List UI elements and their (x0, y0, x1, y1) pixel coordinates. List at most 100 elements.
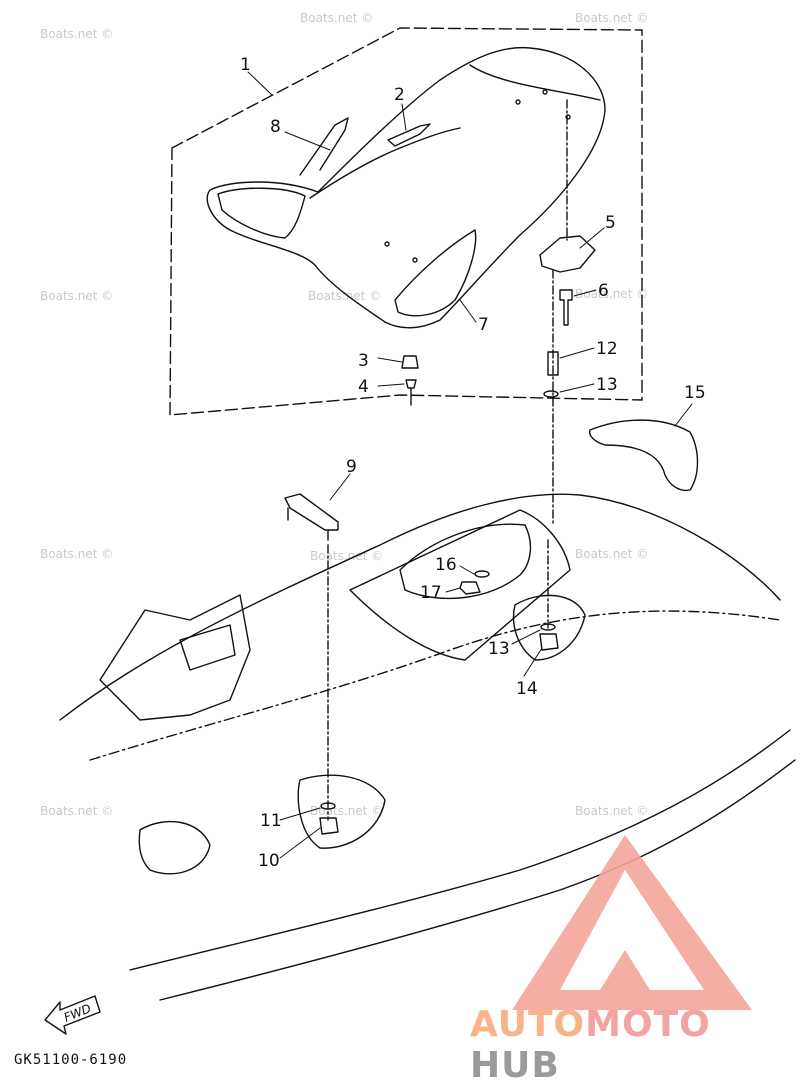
fwd-arrow: FWD (44, 995, 101, 1035)
seat-assembly (206, 46, 606, 329)
callout-15: 15 (684, 383, 706, 403)
seat-pad-bump (512, 594, 586, 661)
brand-auto: AUTO (470, 1004, 586, 1045)
bracket-item-9 (284, 493, 339, 531)
assembly-boundary (169, 27, 643, 416)
leader-line (573, 289, 597, 297)
seat-hardware (401, 235, 699, 492)
callout-5: 5 (605, 213, 616, 233)
deck-line (89, 610, 781, 761)
nut-item-14 (539, 633, 559, 651)
callout-1: 1 (240, 55, 251, 75)
watermark: Boats.net © (40, 27, 113, 41)
seat-rail (394, 229, 477, 317)
leader-line (377, 383, 405, 387)
stern-well (297, 774, 386, 849)
seat-top-contour (469, 64, 601, 101)
seat-latch-item-2 (387, 123, 431, 147)
seat-strap-item-8 (299, 117, 349, 176)
washer-item-16 (474, 570, 490, 578)
part-code: GK51100-6190 (14, 1052, 128, 1068)
leader-line (284, 131, 331, 151)
watermark: Boats.net © (40, 289, 113, 303)
seat-inner-ridge (309, 127, 461, 199)
callout-4: 4 (358, 377, 369, 397)
callout-3: 3 (358, 351, 369, 371)
watermark: Boats.net © (40, 547, 113, 561)
bracket-item-5 (539, 235, 596, 273)
watermark: Boats.net © (40, 804, 113, 818)
seat-cover-item-15 (588, 419, 699, 492)
leader-line (459, 565, 475, 575)
leader-lines (247, 71, 693, 859)
steering-housing (99, 594, 251, 721)
seat-outline (206, 46, 606, 329)
fwd-arrow-icon (44, 995, 101, 1035)
fastener-axes (327, 99, 568, 821)
watermark: Boats.net © (308, 289, 381, 303)
nut-item-10 (319, 817, 339, 835)
hull-chine (159, 759, 796, 1001)
callout-7: 7 (478, 315, 489, 335)
engine-compartment (349, 509, 571, 661)
washer-item-11 (320, 802, 336, 810)
bracket-leg (287, 507, 329, 541)
callout-10: 10 (258, 851, 280, 871)
handle-pole-bracket (179, 624, 236, 671)
brand-moto: MOTO (585, 1004, 711, 1045)
leader-line (401, 103, 407, 131)
leader-line (559, 383, 595, 393)
callout-16: 16 (435, 555, 457, 575)
watermark: Boats.net © (575, 11, 648, 25)
callout-17: 17 (420, 583, 442, 603)
callout-8: 8 (270, 117, 281, 137)
stud-item-12 (547, 351, 559, 376)
leader-line (559, 347, 595, 359)
watermark: Boats.net © (575, 547, 648, 561)
leader-line (445, 587, 461, 593)
callout-2: 2 (394, 85, 405, 105)
leader-line (674, 403, 693, 427)
hull-lower-edge (129, 729, 791, 971)
compartment-opening (399, 523, 532, 600)
leader-line (511, 629, 541, 645)
seat-front-recess (217, 187, 306, 239)
leader-line (279, 807, 321, 821)
brand-wordmark: AUTOMOTO HUB (470, 1004, 800, 1086)
seat-mount-hole (565, 114, 571, 120)
fwd-region-curve (138, 820, 211, 875)
callout-13-upper: 13 (596, 375, 618, 395)
leader-line (523, 647, 543, 677)
seat-mount-hole (542, 89, 548, 95)
seat-mount-hole (384, 241, 390, 247)
callout-9: 9 (346, 457, 357, 477)
callout-13-lower: 13 (488, 639, 510, 659)
callout-6: 6 (598, 281, 609, 301)
cap-item-3 (401, 355, 419, 369)
hull-upper-edge (59, 493, 781, 721)
callout-12: 12 (596, 339, 618, 359)
leader-line (329, 473, 351, 501)
lower-hardware (284, 493, 559, 835)
leader-line (279, 827, 321, 859)
bolt-item-4 (405, 379, 417, 406)
washer-item-13-lower (540, 623, 556, 631)
deck-hull (59, 493, 796, 1001)
leader-line (377, 357, 403, 363)
watermark: Boats.net © (575, 287, 648, 301)
leader-line (247, 71, 273, 96)
bolt-item-6 (559, 289, 573, 326)
nut-item-17 (459, 581, 481, 595)
seat-mount-hole (515, 99, 521, 105)
callout-14: 14 (516, 679, 538, 699)
watermark: Boats.net © (575, 804, 648, 818)
callouts: 1 2 3 4 5 6 7 8 9 10 11 12 13 13 14 15 1… (240, 55, 706, 871)
seat-mount-hole (412, 257, 418, 263)
brand-logo-icon (512, 835, 752, 1010)
washer-item-13-upper (543, 390, 559, 398)
brand-hub: HUB (470, 1045, 560, 1086)
leader-line (459, 299, 477, 323)
leader-line (579, 227, 605, 249)
